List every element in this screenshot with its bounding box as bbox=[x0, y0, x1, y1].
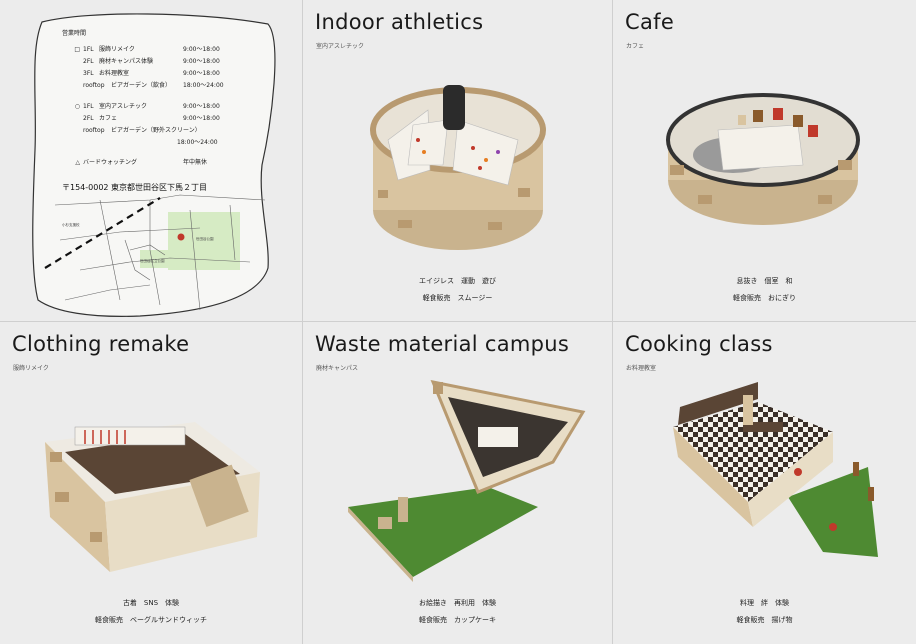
panel-cooking-class: Cooking class お料理教室 料理 絆 体験 軽食販売 揚げ物 bbox=[613, 322, 916, 644]
map-label-park: 世田谷公園 bbox=[196, 236, 214, 241]
panel-caption-keywords: 料理 絆 体験 bbox=[740, 599, 789, 607]
bird-row: △バードウォッチング年中無休 bbox=[75, 159, 208, 166]
panel-cafe: Cafe カフェ 息抜き 個室 和 軽食販売 おにぎり bbox=[613, 0, 916, 322]
panel-title: Cafe bbox=[625, 10, 675, 34]
panel-caption-food: 軽食販売 カップケーキ bbox=[419, 616, 496, 624]
panel-subtitle: 廃材キャンパス bbox=[316, 365, 359, 372]
panel-title: Indoor athletics bbox=[315, 10, 484, 34]
model-box-image bbox=[45, 422, 260, 572]
model-ring-image bbox=[666, 93, 860, 225]
panel-caption-food: 軽食販売 おにぎり bbox=[733, 294, 796, 302]
model-kitchen-image bbox=[673, 382, 878, 557]
model-triangle-image bbox=[348, 379, 586, 582]
map-label-park-small: 世田谷区立公園 bbox=[140, 258, 165, 263]
panel-caption-keywords: お絵描き 再利用 体験 bbox=[419, 599, 496, 607]
panel-subtitle: 室内アスレチック bbox=[316, 43, 365, 50]
panel-caption-food: 軽食販売 揚げ物 bbox=[736, 616, 793, 624]
panel-title: Waste material campus bbox=[315, 332, 570, 356]
panel-caption-keywords: 古着 SNS 体験 bbox=[122, 599, 180, 607]
panel-clothing-remake: Clothing remake 服飾リメイク 古着 SNS 体験 軽食販売 ベー… bbox=[0, 322, 303, 644]
panel-subtitle: 服飾リメイク bbox=[13, 365, 49, 372]
location-map[interactable]: 小杉支援校 世田谷区立公園 世田谷公園 bbox=[44, 194, 266, 311]
panel-subtitle: お料理教室 bbox=[626, 365, 657, 372]
panel-caption-keywords: エイジレス 運動 遊び bbox=[419, 277, 496, 285]
hours-row-extra: 18:00～24:00 bbox=[177, 139, 218, 146]
panel-caption-food: 軽食販売 スムージー bbox=[422, 294, 493, 302]
panel-caption-keywords: 息抜き 個室 和 bbox=[736, 277, 793, 285]
panel-waste-material-campus: Waste material campus 廃材キャンパス お絵描き 再利用 体… bbox=[303, 322, 613, 644]
panel-caption-food: 軽食販売 ベーグルサンドウィッチ bbox=[95, 616, 207, 624]
model-cylinder-image bbox=[370, 85, 546, 250]
panel-title: Clothing remake bbox=[12, 332, 190, 356]
hours-title: 営業時間 bbox=[62, 30, 87, 37]
panel-subtitle: カフェ bbox=[626, 43, 645, 50]
panel-title: Cooking class bbox=[625, 332, 773, 356]
map-label-school: 小杉支援校 bbox=[62, 222, 80, 227]
location-pin-icon[interactable] bbox=[177, 233, 185, 241]
address: 〒154-0002 東京都世田谷区下馬２丁目 bbox=[62, 183, 208, 192]
info-blob: 小杉支援校 世田谷区立公園 世田谷公園 bbox=[32, 13, 276, 317]
panel-indoor-athletics: Indoor athletics 室内アスレチック エイジレス 運動 遊び 軽食… bbox=[303, 0, 613, 322]
